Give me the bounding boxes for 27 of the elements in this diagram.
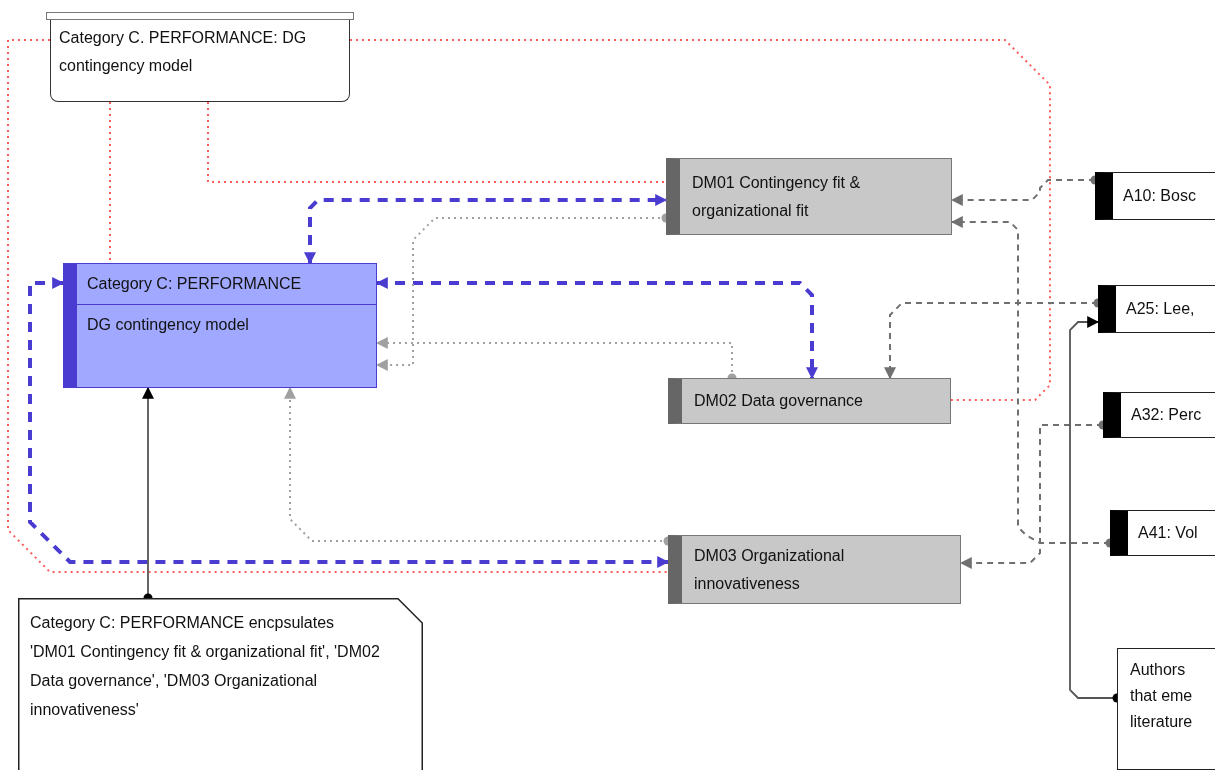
- node-text: DM03 Organizational innovativeness: [694, 545, 846, 594]
- connector: [349, 39, 1051, 401]
- author-box: [1098, 285, 1215, 333]
- author-box: [1110, 510, 1215, 556]
- node-text: A10: Bosc: [1123, 186, 1196, 206]
- node-text: Category C. PERFORMANCE: DG contingency model: [59, 28, 308, 76]
- connector: [207, 101, 667, 183]
- category-box: [63, 263, 377, 388]
- node-text: A41: Vol: [1138, 523, 1198, 543]
- node-text: DG contingency model: [87, 315, 250, 335]
- node-text: Authors that eme literature: [1130, 660, 1194, 732]
- node-text: DM01 Contingency fit & organizational fit: [692, 172, 862, 221]
- connector: [304, 194, 668, 265]
- node-text: Category C: PERFORMANCE encpsulates 'DM01 Contingency fit & organizational fit', 'DM02 Data governance', 'DM03 Organizational innovativeness': [30, 613, 381, 720]
- connector: [7, 39, 669, 573]
- process-box: [668, 378, 951, 424]
- author-box: [1103, 392, 1215, 438]
- process-box: [666, 158, 952, 235]
- connector: [28, 277, 670, 568]
- node-text: DM02 Data governance: [694, 391, 863, 411]
- note-box: [1117, 648, 1215, 770]
- process-box: [668, 535, 961, 604]
- author-box: [1095, 172, 1215, 220]
- note-box: [18, 598, 423, 770]
- node-text: A25: Lee,: [1126, 299, 1195, 319]
- node-text: Category C: PERFORMANCE: [87, 274, 303, 294]
- node-text: A32: Perc: [1131, 405, 1202, 425]
